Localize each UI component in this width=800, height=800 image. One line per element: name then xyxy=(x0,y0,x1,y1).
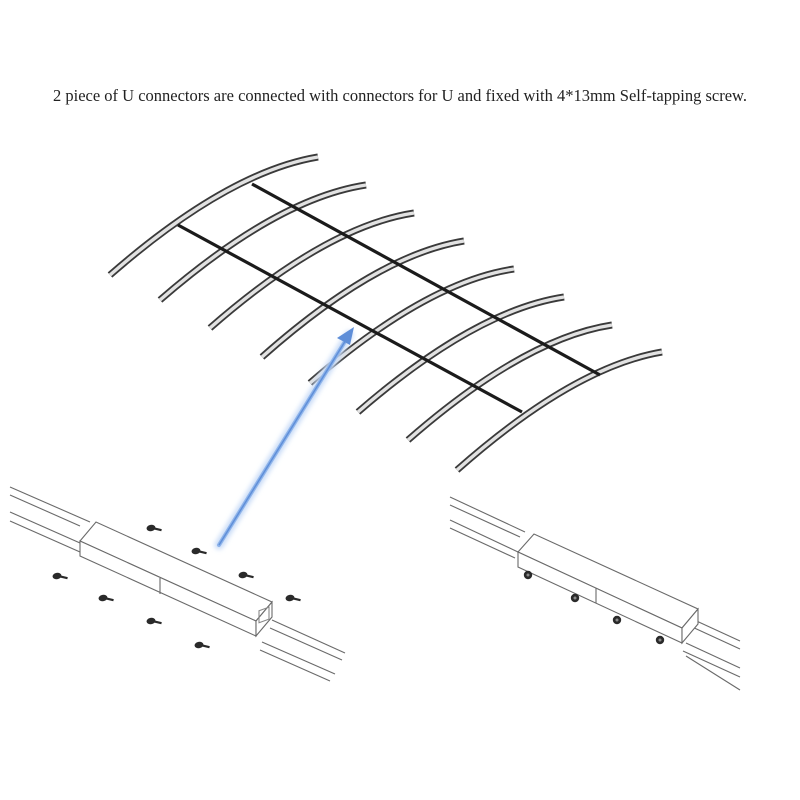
screw-icon xyxy=(655,635,665,645)
screw-icon xyxy=(52,572,68,580)
curved-rail-channel xyxy=(356,295,565,414)
arrow-up-right-icon xyxy=(214,327,354,550)
screw-icon xyxy=(612,615,622,625)
curved-rail xyxy=(454,348,663,473)
screw-icon xyxy=(523,570,533,580)
connector-exploded-view xyxy=(9,486,346,682)
curved-rail-channel xyxy=(208,211,415,330)
frame-assembly xyxy=(107,153,663,473)
curved-rail-channel xyxy=(455,350,663,472)
caption-text: 2 piece of U connectors are connected wi… xyxy=(53,86,747,105)
curved-rail-channel xyxy=(158,183,367,302)
curved-rail-channel xyxy=(108,155,319,277)
curved-rails xyxy=(107,153,663,473)
screw-icon xyxy=(98,594,114,602)
curved-rail-channel xyxy=(406,323,613,442)
cross-bar xyxy=(177,223,523,414)
curved-rail-channel xyxy=(260,239,465,359)
screw-icon xyxy=(570,593,580,603)
screw-icon xyxy=(285,594,301,602)
cross-bars xyxy=(177,182,601,414)
screw-set-loose xyxy=(52,524,301,649)
screw-icon xyxy=(238,571,254,579)
screw-icon xyxy=(146,524,162,532)
connector-assembled-view xyxy=(449,496,741,691)
screw-icon xyxy=(194,641,210,649)
cross-bar xyxy=(251,182,601,377)
screw-set-installed xyxy=(523,570,665,645)
screw-icon xyxy=(146,617,162,625)
screw-icon xyxy=(191,547,207,555)
